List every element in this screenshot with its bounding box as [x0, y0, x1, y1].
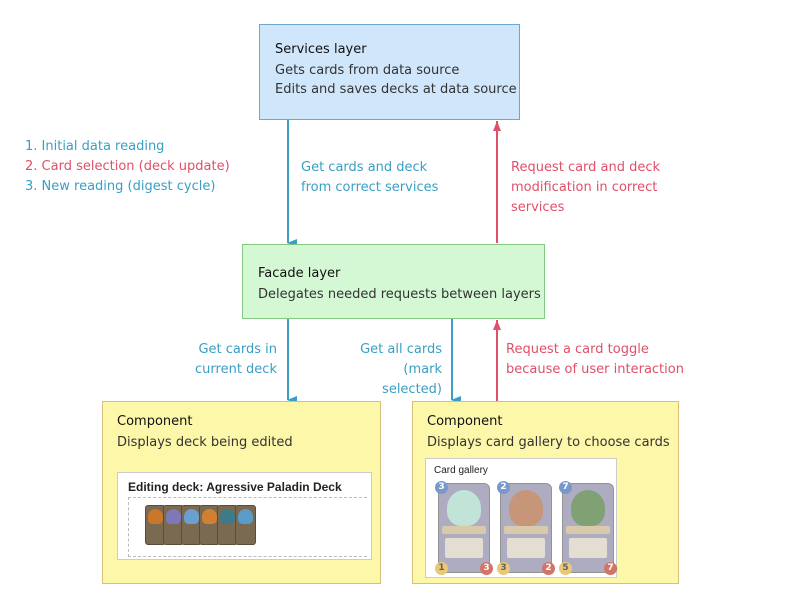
deck-card[interactable]	[235, 505, 256, 545]
deck-card[interactable]	[145, 505, 166, 545]
card-art	[238, 509, 253, 524]
card-art	[571, 490, 605, 526]
deck-component-box: Component Displays deck being edited Edi…	[102, 401, 381, 584]
services-line: Gets cards from data source	[275, 63, 460, 78]
label-line: (mark selected)	[382, 362, 442, 397]
label-line: Get cards in	[198, 342, 277, 357]
card-text	[569, 538, 607, 558]
card-art	[509, 490, 543, 526]
card-gallery-title: Card gallery	[434, 465, 488, 476]
arrowhead-up-services	[493, 121, 501, 131]
label-line: current deck	[195, 362, 277, 377]
gallery-card[interactable]: 3 1 3	[435, 481, 493, 575]
card-attack: 3	[497, 562, 510, 575]
card-mana-cost: 3	[435, 481, 448, 494]
label-line: Request a card toggle	[506, 342, 649, 357]
editing-deck-panel: Editing deck: Agressive Paladin Deck	[117, 472, 372, 560]
gallery-card[interactable]: 7 5 7	[559, 481, 617, 575]
gallery-component-box: Component Displays card gallery to choos…	[412, 401, 679, 584]
facade-layer-box: Facade layer Delegates needed requests b…	[242, 244, 545, 319]
label-get-cards-in-deck: Get cards in current deck	[180, 340, 277, 380]
label-get-all-cards: Get all cards (mark selected)	[340, 340, 442, 400]
label-line: Get cards and deck	[301, 160, 428, 175]
facade-layer-description: Delegates needed requests between layers	[258, 287, 541, 302]
arrowhead-up-facade	[493, 320, 501, 330]
card-mana-cost: 7	[559, 481, 572, 494]
facade-layer-title: Facade layer	[258, 266, 341, 281]
card-art	[184, 509, 199, 524]
label-request-modification: Request card and deck modification in co…	[511, 158, 660, 218]
deck-drop-zone[interactable]	[128, 497, 367, 557]
legend-item-initial-reading: 1. Initial data reading	[25, 139, 165, 154]
card-mana-cost: 2	[497, 481, 510, 494]
legend-item-card-selection: 2. Card selection (deck update)	[25, 159, 230, 174]
gallery-component-description: Displays card gallery to choose cards	[427, 435, 670, 450]
card-art	[447, 490, 481, 526]
label-line: because of user interaction	[506, 362, 684, 377]
card-name-banner	[504, 526, 548, 534]
card-health: 3	[480, 562, 493, 575]
label-line: from correct services	[301, 180, 439, 195]
card-name-banner	[566, 526, 610, 534]
card-health: 2	[542, 562, 555, 575]
deck-card[interactable]	[181, 505, 202, 545]
card-attack: 5	[559, 562, 572, 575]
label-request-card-toggle: Request a card toggle because of user in…	[506, 340, 684, 380]
legend-item-new-reading: 3. New reading (digest cycle)	[25, 179, 216, 194]
deck-component-title: Component	[117, 414, 193, 429]
card-text	[507, 538, 545, 558]
gallery-component-title: Component	[427, 414, 503, 429]
card-art	[148, 509, 163, 524]
card-art	[220, 509, 235, 524]
card-attack: 1	[435, 562, 448, 575]
card-gallery-panel: Card gallery 3 1 3 2 3 2 7 5 7	[425, 458, 617, 578]
editing-deck-title: Editing deck: Agressive Paladin Deck	[128, 480, 342, 494]
services-layer-title: Services layer	[275, 42, 367, 57]
card-art	[202, 509, 217, 524]
label-line: Get all cards	[360, 342, 442, 357]
services-layer-description: Gets cards from data source Edits and sa…	[275, 61, 517, 99]
deck-card[interactable]	[217, 505, 238, 545]
label-line: modification in correct	[511, 180, 658, 195]
card-text	[445, 538, 483, 558]
services-layer-box: Services layer Gets cards from data sour…	[259, 24, 520, 120]
card-name-banner	[442, 526, 486, 534]
deck-component-description: Displays deck being edited	[117, 435, 293, 450]
gallery-card[interactable]: 2 3 2	[497, 481, 555, 575]
card-health: 7	[604, 562, 617, 575]
label-line: Request card and deck	[511, 160, 661, 175]
label-line: services	[511, 200, 565, 215]
label-get-cards-and-deck: Get cards and deck from correct services	[301, 158, 438, 198]
services-line: Edits and saves decks at data source	[275, 82, 517, 97]
legend: 1. Initial data reading 2. Card selectio…	[25, 137, 230, 197]
card-art	[166, 509, 181, 524]
